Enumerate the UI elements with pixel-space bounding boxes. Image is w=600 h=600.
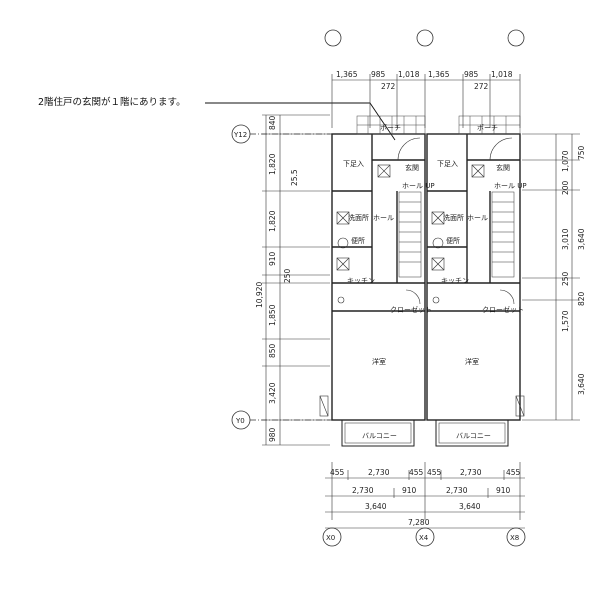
top-dim-1: 1,365	[336, 70, 358, 79]
room-shoes-left: 下足入	[343, 160, 364, 168]
room-porch-left: ポーチ	[380, 124, 401, 132]
left-dim-910: 910	[268, 251, 277, 266]
right-dimension-labels: 750 1,070 200 3,010 3,640 250 820 1,570 …	[561, 145, 586, 395]
room-closet-right: クローゼット	[482, 305, 524, 314]
room-kitchen-left: キッチン	[347, 277, 375, 285]
left-dim-980: 980	[268, 427, 277, 442]
top-dimensions	[331, 74, 521, 128]
bottom-dimensions	[325, 462, 525, 529]
room-genkan-right: 玄関	[496, 163, 510, 172]
bottom-dim-2730c: 2,730	[352, 486, 374, 495]
grid-label-y0: Y0	[235, 417, 245, 425]
bottom-dim-455c: 455	[427, 468, 442, 477]
stairs	[398, 191, 515, 278]
top-dim-5: 985	[464, 70, 479, 79]
annotation-note: 2階住戸の玄関が１階にあります。	[38, 96, 186, 108]
right-dimensions	[522, 133, 580, 421]
top-dim-4: 1,365	[428, 70, 450, 79]
bottom-dim-455a: 455	[330, 468, 345, 477]
room-hall-left: ホール	[373, 214, 394, 222]
left-dimension-labels: 840 1,820 1,820 910 250 1,850 850 3,420 …	[255, 115, 299, 442]
bottom-dim-455b: 455	[409, 468, 424, 477]
top-dim-6: 1,018	[491, 70, 513, 79]
left-dim-25-5: 25.5	[290, 169, 299, 186]
left-dimensions	[262, 114, 330, 446]
right-dim-1070: 1,070	[561, 150, 570, 172]
left-dim-1820b: 1,820	[268, 210, 277, 232]
left-dim-1850: 1,850	[268, 304, 277, 326]
balconies	[341, 419, 509, 447]
room-hall-right: ホール	[467, 214, 488, 222]
bottom-dim-2730a: 2,730	[368, 468, 390, 477]
left-dim-3420: 3,420	[268, 382, 277, 404]
room-genkan-left: 玄関	[405, 163, 419, 172]
room-balcony-right: バルコニー	[456, 432, 491, 440]
bottom-dim-2730b: 2,730	[460, 468, 482, 477]
right-dim-3010: 3,010	[561, 228, 570, 250]
room-hall-up-left: ホール UP	[402, 182, 435, 190]
bottom-dim-910b: 910	[496, 486, 511, 495]
right-dim-750: 750	[577, 145, 586, 160]
left-grid	[231, 124, 332, 430]
left-dim-250: 250	[283, 268, 292, 283]
right-dim-820: 820	[577, 291, 586, 306]
left-dim-total: 10,920	[255, 282, 264, 308]
bottom-dim-2730d: 2,730	[446, 486, 468, 495]
left-dim-850: 850	[268, 343, 277, 358]
right-dim-1570: 1,570	[561, 310, 570, 332]
door-swings	[397, 137, 515, 305]
bottom-dim-3640b: 3,640	[459, 502, 481, 511]
room-senmen-right: 洗面所	[443, 213, 464, 222]
right-dim-3640a: 3,640	[577, 228, 586, 250]
right-dim-3640b: 3,640	[577, 373, 586, 395]
top-grid-bubbles	[324, 29, 525, 47]
left-dim-840: 840	[268, 115, 277, 130]
top-dim-2: 985	[371, 70, 386, 79]
right-dim-200: 200	[561, 180, 570, 195]
top-small-2: 272	[474, 82, 489, 91]
room-western-left: 洋室	[372, 357, 386, 366]
bottom-dim-3640a: 3,640	[365, 502, 387, 511]
room-hall-up-right: ホール UP	[494, 182, 527, 190]
room-kitchen-right: キッチン	[441, 277, 469, 285]
right-dim-250: 250	[561, 271, 570, 286]
bottom-dim-910a: 910	[402, 486, 417, 495]
room-shoes-right: 下足入	[437, 160, 458, 168]
bottom-dim-total: 7,280	[408, 518, 430, 527]
grid-label-x8: X8	[510, 534, 519, 542]
left-dim-1820a: 1,820	[268, 153, 277, 175]
bottom-grid	[322, 527, 526, 547]
top-small-1: 272	[381, 82, 396, 91]
porch-tiles	[356, 115, 521, 135]
room-balcony-left: バルコニー	[362, 432, 397, 440]
room-toilet-right: 便所	[446, 236, 460, 245]
room-closet-left: クローゼット	[390, 305, 432, 314]
room-toilet-left: 便所	[351, 236, 365, 245]
room-senmen-left: 洗面所	[348, 213, 369, 222]
top-dim-3: 1,018	[398, 70, 420, 79]
bottom-dim-455d: 455	[506, 468, 521, 477]
grid-label-y12: Y12	[233, 131, 247, 139]
room-western-right: 洋室	[465, 357, 479, 366]
grid-label-x0: X0	[326, 534, 335, 542]
grid-label-x4: X4	[419, 534, 429, 542]
fixtures	[319, 164, 525, 417]
room-porch-right: ポーチ	[477, 124, 498, 132]
